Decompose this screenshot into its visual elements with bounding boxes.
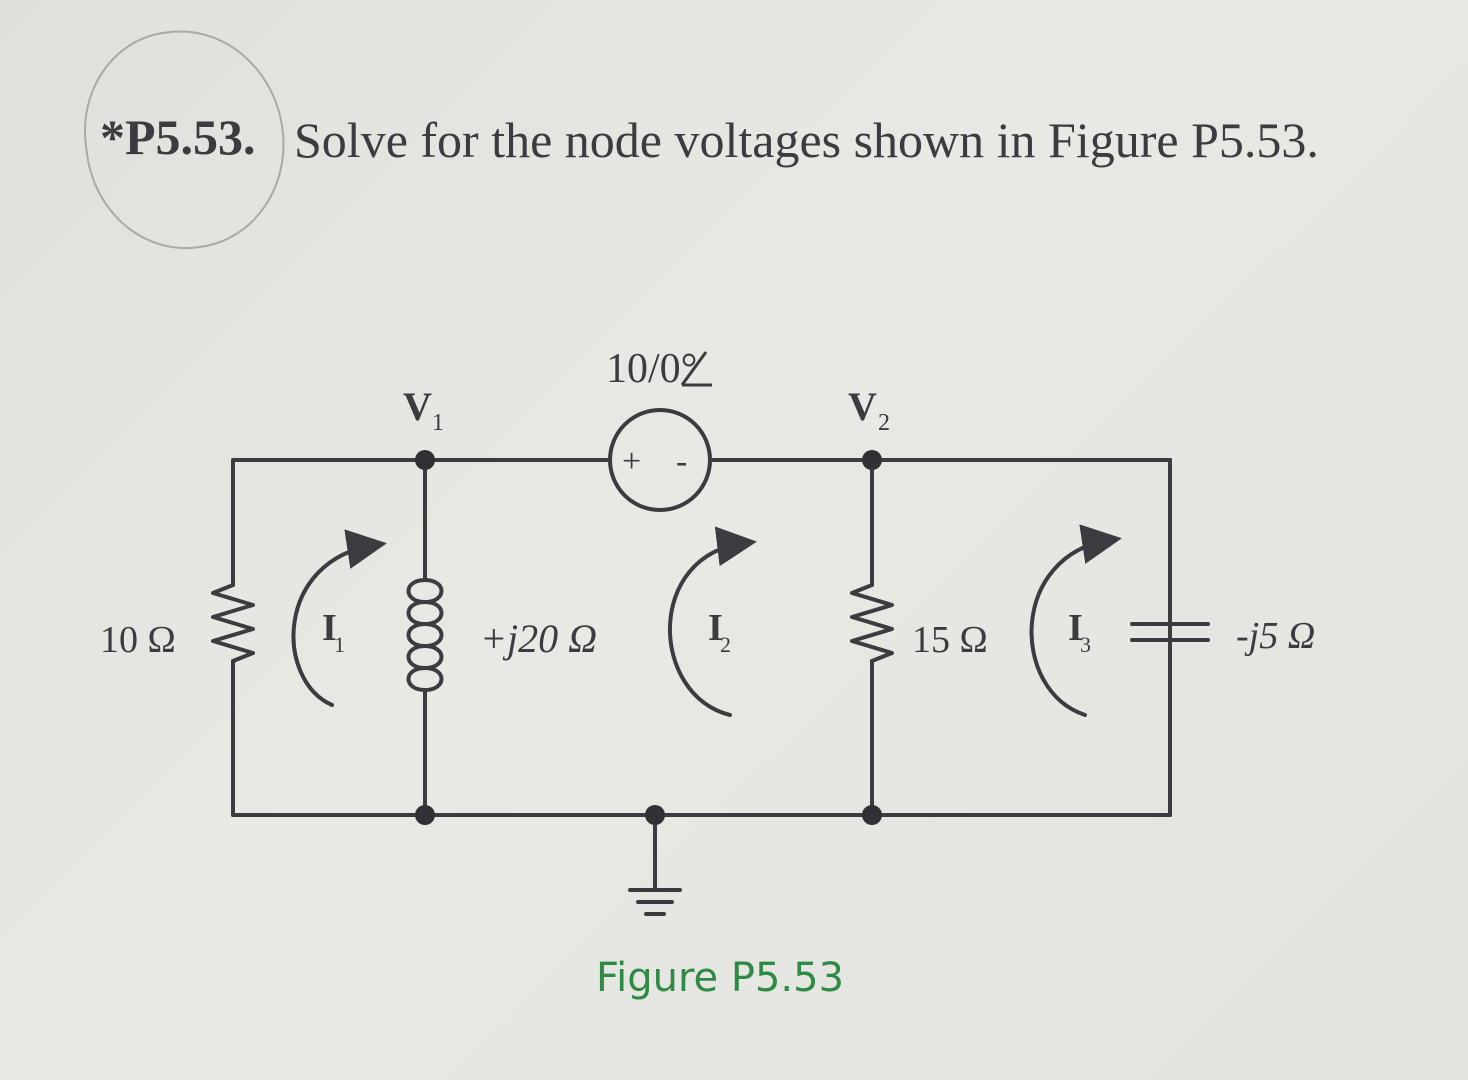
resistor-15-ohm	[850, 583, 894, 663]
node-label-v2-subscript: 2	[878, 410, 890, 436]
resistor-15-label: 15 Ω	[912, 619, 988, 661]
node-dot-bottom-left	[415, 805, 435, 825]
mesh-arrow-i2	[668, 526, 757, 717]
resistor-10-ohm	[211, 583, 255, 663]
figure-caption-text: Figure P5.53	[595, 955, 845, 1001]
node-label-v1-subscript: 1	[432, 410, 444, 436]
source-plus-sign: +	[622, 443, 641, 480]
node-label-v2: V	[848, 384, 877, 429]
node-dot-ground	[645, 805, 665, 825]
inductor-coil	[406, 578, 444, 692]
mesh-arrow-i1	[291, 529, 387, 707]
voltage-source-circle	[608, 408, 712, 512]
mesh-current-i3-subscript: 3	[1080, 632, 1091, 657]
resistor-10-label: 10 Ω	[100, 619, 176, 661]
node-dot-v2	[862, 450, 882, 470]
capacitor-label: -j5 Ω	[1236, 615, 1315, 657]
figure-caption: Figure P5.53	[0, 955, 1440, 1001]
mesh-current-i2-subscript: 2	[720, 632, 731, 657]
problem-statement: Solve for the node voltages shown in Fig…	[294, 112, 1319, 168]
mesh-current-i3-label: I	[1068, 607, 1083, 649]
mesh-current-i1-label: I	[322, 607, 337, 649]
mesh-arrow-i3	[1029, 524, 1122, 717]
angle-symbol	[680, 351, 712, 387]
problem-number: *P5.53.	[100, 109, 256, 165]
ground-symbol	[628, 888, 682, 916]
mesh-current-i2-label: I	[708, 607, 723, 649]
mesh-current-i1-subscript: 1	[334, 632, 345, 657]
node-label-v1: V	[403, 384, 432, 429]
node-dot-bottom-right	[862, 805, 882, 825]
source-minus-sign: -	[676, 443, 687, 480]
inductor-label: +j20 Ω	[480, 616, 597, 661]
node-dot-v1	[415, 450, 435, 470]
